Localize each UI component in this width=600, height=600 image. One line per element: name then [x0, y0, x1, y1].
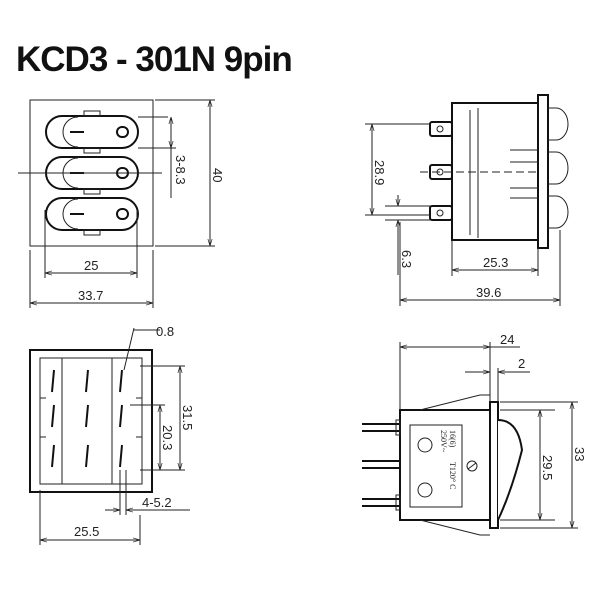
bottom-view: 0.8 31.5 20.3 4-5.2 25.5: [29, 324, 195, 545]
dim-pin-thickness: 0.8: [156, 324, 174, 339]
dim-overall-height: 33: [572, 447, 587, 461]
profile-view: 16(6) 250V~ T120° C 24 2 29.5 33: [362, 332, 587, 536]
dim-width: 25.5: [74, 524, 99, 539]
side-pins: [429, 121, 453, 221]
dim-pin-spacing: 20.3: [160, 425, 175, 450]
marking-temperature: T120° C: [448, 462, 457, 489]
dim-inner-width: 25: [84, 258, 98, 273]
product-title: KCD3 - 301N 9pin: [16, 40, 293, 79]
side-view: 28.9 6.3 25.3 39.6: [365, 94, 569, 306]
marking-voltage: 250V~: [439, 430, 448, 453]
dim-pin-offset: 6.3: [399, 250, 414, 268]
marking-rating: 16(6): [448, 430, 457, 448]
dim-outer-height: 31.5: [180, 405, 195, 430]
dim-height: 40: [210, 168, 225, 182]
rocker-top: [45, 110, 139, 154]
dim-overall-depth: 39.6: [476, 285, 501, 300]
dim-body-depth: 25.3: [483, 255, 508, 270]
profile-pins: [362, 419, 401, 511]
switch-label-plate: [409, 424, 463, 508]
dim-depth: 24: [500, 332, 514, 347]
front-view: 3-8.3 40 25 33.7: [18, 99, 225, 308]
pin-grid: [51, 369, 123, 468]
dim-flange: 2: [518, 356, 525, 371]
rocker-middle: [45, 156, 139, 195]
rocker-bottom: [45, 197, 139, 236]
dim-pin-span: 28.9: [372, 160, 387, 185]
dim-rocker-pitch: 3-8.3: [173, 155, 188, 185]
dim-pin-width: 4-5.2: [142, 495, 172, 510]
dim-outer-width: 33.7: [78, 288, 103, 303]
dim-body-height: 29.5: [540, 455, 555, 480]
